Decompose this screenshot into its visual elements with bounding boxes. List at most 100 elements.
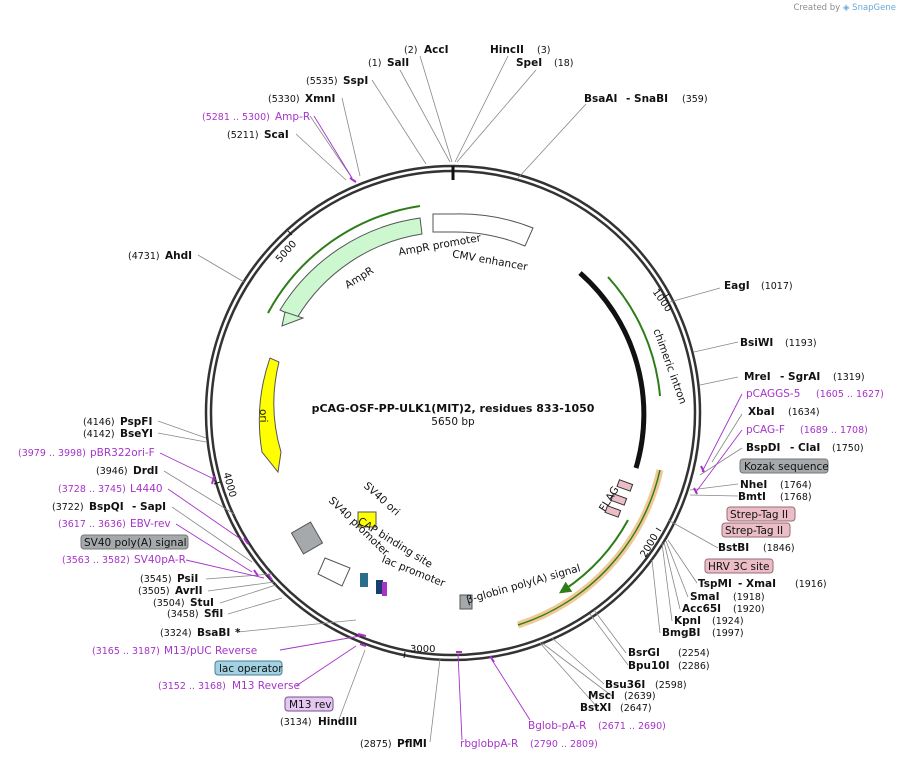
site-sspi[interactable]: (5535)SspI: [306, 75, 368, 87]
primer-leader-lines: [159, 115, 743, 741]
site-bspdi[interactable]: BspDI- ClaI(1750): [746, 442, 864, 454]
svg-text:(2639): (2639): [624, 691, 656, 702]
site-xmni[interactable]: (5330)XmnI: [268, 93, 335, 105]
strep-tag-badge-1[interactable]: Strep-Tag II: [726, 506, 796, 522]
site-bsiwi[interactable]: BsiWI(1193): [740, 337, 817, 349]
site-avrii[interactable]: (3505)AvrII: [138, 585, 203, 597]
chimeric-intron-bar[interactable]: [578, 271, 647, 469]
site-acc65i[interactable]: Acc65I(1920): [682, 603, 765, 615]
site-xbai[interactable]: XbaI(1634): [748, 406, 820, 418]
feature-label-ampr: AmpR: [343, 265, 376, 292]
site-bsabi[interactable]: (3324)BsaBI*: [160, 627, 241, 639]
ori-arrow[interactable]: [258, 357, 282, 474]
plasmid-title: pCAG-OSF-PP-ULK1(MIT)2, residues 833-105…: [312, 402, 595, 415]
site-sfii[interactable]: (3458)SfiI: [167, 608, 223, 620]
snapgene-logo-icon: ◈: [842, 3, 850, 13]
primer-rbglobpa-r[interactable]: rbglobpA-R(2790 .. 2809): [460, 738, 598, 750]
site-msci[interactable]: MscI(2639): [588, 690, 656, 702]
site-nhei[interactable]: NheI(1764): [740, 479, 812, 491]
insert-orf-band[interactable]: [516, 469, 664, 629]
site-bmti[interactable]: BmtI(1768): [738, 491, 812, 503]
site-tspmi[interactable]: TspMI- XmaI(1916): [698, 578, 827, 590]
svg-text:(2254): (2254): [678, 648, 710, 659]
lac-promoter-box[interactable]: [376, 580, 383, 594]
site-bmgbi[interactable]: BmgBI(1997): [662, 627, 744, 639]
primer-amp-r[interactable]: (5281 .. 5300)Amp-R: [202, 111, 310, 123]
flag-box-2[interactable]: [610, 493, 628, 506]
site-bstxi[interactable]: BstXI(2647): [580, 702, 652, 714]
primer-pbr322ori-f[interactable]: (3979 .. 3998)pBR322ori-F: [18, 447, 155, 459]
site-hincii[interactable]: HincII(3): [490, 44, 550, 56]
cmv-enhancer-arrow[interactable]: [432, 213, 534, 247]
svg-text:BseYI: BseYI: [120, 428, 153, 440]
site-sali[interactable]: (1)SalI: [368, 57, 409, 69]
site-psii[interactable]: (3545)PsiI: [140, 573, 198, 585]
cap-binding-site-box[interactable]: [360, 573, 368, 587]
site-hindiii[interactable]: (3134)HindIII: [280, 716, 357, 728]
site-stui[interactable]: (3504)StuI: [153, 597, 214, 609]
site-spei[interactable]: SpeI(18): [516, 57, 574, 69]
site-pflmi[interactable]: (2875)PflMI: [360, 738, 427, 750]
primer-pcaggs-5[interactable]: pCAGGS-5(1605 .. 1627): [746, 388, 884, 400]
svg-text:XbaI: XbaI: [748, 406, 775, 418]
site-drdi[interactable]: (3946) DrdI: [96, 465, 158, 477]
m13-rev-badge[interactable]: M13 rev: [284, 696, 334, 712]
site-smai[interactable]: SmaI(1918): [690, 591, 765, 603]
primer-m13-reverse[interactable]: (3152 .. 3168)M13 Reverse: [158, 680, 300, 692]
site-eagi[interactable]: EagI(1017): [724, 280, 793, 292]
plasmid-length: 5650 bp: [431, 416, 475, 428]
sv40-polya-badge[interactable]: SV40 poly(A) signal: [80, 534, 189, 550]
site-bsaai[interactable]: BsaAI- SnaBI(359): [584, 93, 708, 105]
site-bsu36i[interactable]: Bsu36I(2598): [605, 679, 687, 691]
site-bspqi[interactable]: (3722)BspQI- SapI: [52, 501, 166, 513]
primer-pcag-f[interactable]: pCAG-F(1689 .. 1708): [746, 424, 868, 436]
svg-text:(1918): (1918): [733, 592, 765, 603]
strep-tag-badge-2[interactable]: Strep-Tag II: [721, 522, 791, 538]
svg-text:L4440: L4440: [130, 483, 163, 495]
site-bstbi[interactable]: BstBI(1846): [718, 542, 795, 554]
m13-rev-box[interactable]: [382, 582, 387, 596]
site-bpu10i[interactable]: Bpu10I(2286): [628, 660, 710, 672]
site-pspfi[interactable]: (4146)PspFI: [83, 416, 152, 428]
tick-label-2000: 2000: [639, 532, 661, 560]
svg-text:(3728 .. 3745): (3728 .. 3745): [58, 484, 126, 495]
lac-operator-badge[interactable]: lac operator: [214, 660, 283, 676]
primer-m13-puc-reverse[interactable]: (3165 .. 3187)M13/pUC Reverse: [92, 645, 257, 657]
snapgene-credit: Created by ◈ SnapGene: [793, 3, 896, 13]
flag-box-3[interactable]: [604, 505, 622, 518]
svg-text:DrdI: DrdI: [133, 465, 158, 477]
primer-bglob-pa-r[interactable]: Bglob-pA-R(2671 .. 2690): [528, 720, 666, 732]
svg-text:HRV 3C site: HRV 3C site: [708, 561, 769, 573]
svg-text:Strep-Tag II: Strep-Tag II: [730, 509, 788, 521]
svg-text:SpeI: SpeI: [516, 57, 542, 69]
svg-text:(2286): (2286): [678, 661, 710, 672]
beta-globin-polya-box[interactable]: [459, 594, 473, 610]
feature-label-cmv-enhancer: CMV enhancer: [451, 248, 529, 273]
svg-text:BstBI: BstBI: [718, 542, 749, 554]
tick-3000: 3000: [403, 644, 435, 659]
primer-l4440[interactable]: (3728 .. 3745) L4440: [58, 483, 163, 495]
sv40-promoter-box[interactable]: [290, 521, 324, 555]
svg-text:(3946): (3946): [96, 466, 128, 477]
site-kpni[interactable]: KpnI(1924): [674, 615, 744, 627]
site-bsrgi[interactable]: BsrGI(2254): [628, 647, 710, 659]
svg-text:(1924): (1924): [712, 616, 744, 627]
site-bseyi[interactable]: (4142)BseYI: [83, 428, 153, 440]
site-acci[interactable]: (2)AccI: [404, 44, 448, 56]
svg-text:(4146): (4146): [83, 417, 115, 428]
flag-box-1[interactable]: [616, 479, 634, 492]
svg-text:(3617 .. 3636): (3617 .. 3636): [58, 519, 126, 530]
chimeric-intron-orf: [607, 276, 661, 397]
svg-text:(2875): (2875): [360, 739, 392, 750]
hrv-3c-site-badge[interactable]: HRV 3C site: [704, 558, 774, 574]
site-scai[interactable]: (5211)ScaI: [227, 129, 289, 141]
site-mrei[interactable]: MreI- SgrAI(1319): [744, 371, 865, 383]
sv40-ori-box[interactable]: [357, 511, 377, 528]
amp-r-arrowhead: [281, 311, 305, 327]
kozak-sequence-badge[interactable]: Kozak sequence: [739, 458, 829, 474]
primer-sv40pa-r[interactable]: (3563 .. 3582)SV40pA-R: [62, 554, 186, 566]
svg-text:(3458): (3458): [167, 609, 199, 620]
primer-ebv-rev[interactable]: (3617 .. 3636)EBV-rev: [58, 518, 171, 530]
site-ahdi[interactable]: (4731)AhdI: [128, 250, 192, 262]
